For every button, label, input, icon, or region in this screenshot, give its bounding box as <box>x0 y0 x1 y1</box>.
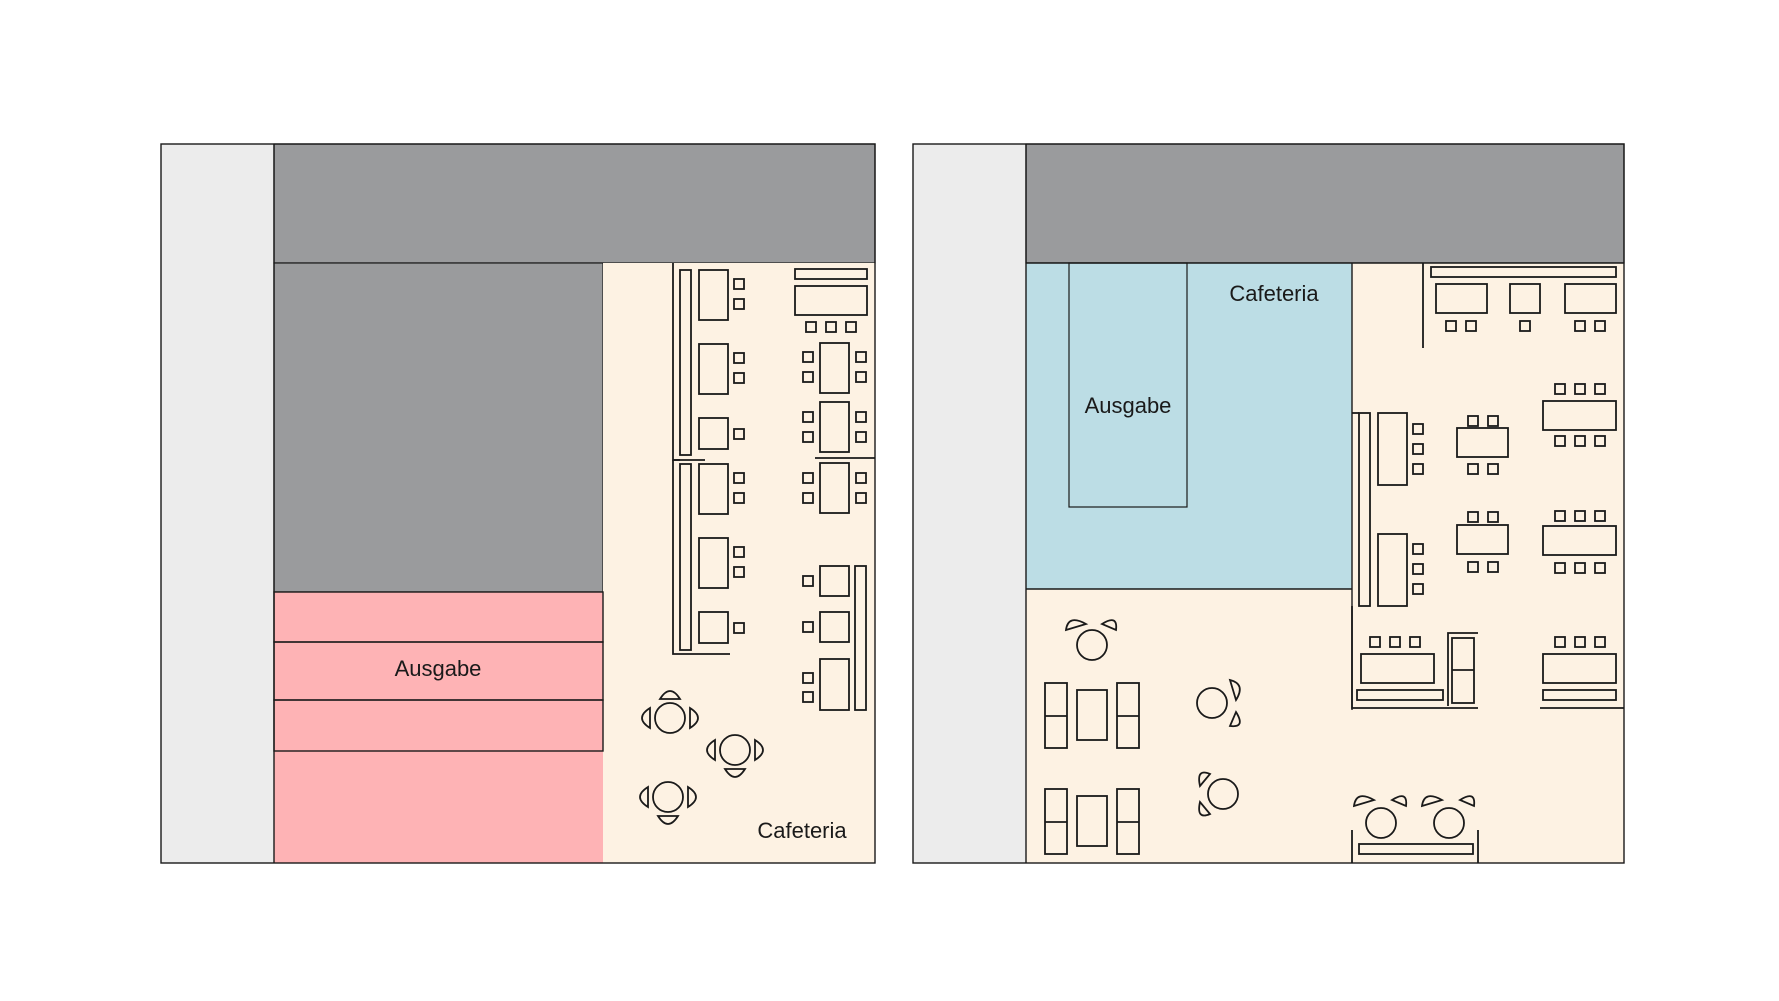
cafeteria-label-right: Cafeteria <box>1229 281 1319 306</box>
corridor-right <box>913 144 1026 863</box>
plan-outline-right <box>912 143 1625 864</box>
floor-plan-left: Ausgabe Cafeteria <box>160 143 876 864</box>
plan-outline-left <box>160 143 876 864</box>
service-area-left <box>274 592 603 863</box>
service-counter-right <box>1068 262 1188 508</box>
cafeteria-label-left: Cafeteria <box>757 818 847 843</box>
furniture-left <box>639 263 875 825</box>
furniture-right <box>1044 263 1624 863</box>
building-core-right <box>1025 143 1625 264</box>
service-label-left: Ausgabe <box>395 656 482 681</box>
kitchen-block-left <box>273 262 604 593</box>
floor-plan-right: Ausgabe Cafeteria <box>912 143 1625 864</box>
service-label-right: Ausgabe <box>1085 393 1172 418</box>
building-core-left <box>273 143 876 264</box>
corridor-left <box>161 144 274 863</box>
